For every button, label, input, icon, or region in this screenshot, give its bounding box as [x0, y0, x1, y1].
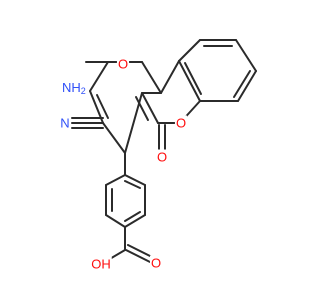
bond	[184, 62, 202, 95]
bond	[105, 174, 126, 186]
bond	[124, 211, 141, 222]
atom-label-background	[59, 115, 71, 131]
bond	[89, 61, 109, 92]
nitrile-nitrogen-label: N	[60, 116, 69, 131]
lactone-oxygen-label: O	[176, 116, 186, 131]
pyran-oxygen-label: O	[118, 57, 128, 72]
atom-label-background	[90, 256, 112, 272]
bond	[102, 122, 126, 154]
amine-label: NH2	[62, 80, 86, 97]
bond	[141, 61, 162, 94]
bond	[125, 249, 151, 263]
atom-labels: NH2 O O O N OH O	[59, 56, 188, 272]
atom-label-background	[149, 255, 163, 271]
bond	[141, 92, 159, 124]
atom-label-background	[116, 56, 130, 72]
carbonyl-oxygen-label: O	[157, 150, 167, 165]
bond	[135, 96, 149, 121]
atom-label-background	[174, 115, 188, 131]
bond	[233, 70, 251, 98]
atom-label-background	[61, 79, 87, 96]
atom-label-background	[155, 149, 169, 165]
bond	[105, 214, 126, 228]
bond	[124, 180, 141, 189]
amine-text: NH	[62, 80, 81, 95]
acid-carbonyl-oxygen-label: O	[151, 256, 161, 271]
bond	[235, 39, 257, 72]
bond	[160, 60, 180, 94]
bond	[124, 92, 143, 154]
bond	[127, 244, 153, 258]
molecule-structure: NH2 O O O N OH O	[59, 39, 257, 272]
amine-subscript: 2	[81, 86, 86, 96]
bond	[96, 94, 109, 119]
bond	[178, 60, 201, 102]
bond	[124, 214, 146, 228]
hydroxyl-label: OH	[91, 257, 111, 272]
bond	[178, 39, 201, 62]
bond	[237, 70, 257, 102]
bond	[124, 174, 146, 186]
